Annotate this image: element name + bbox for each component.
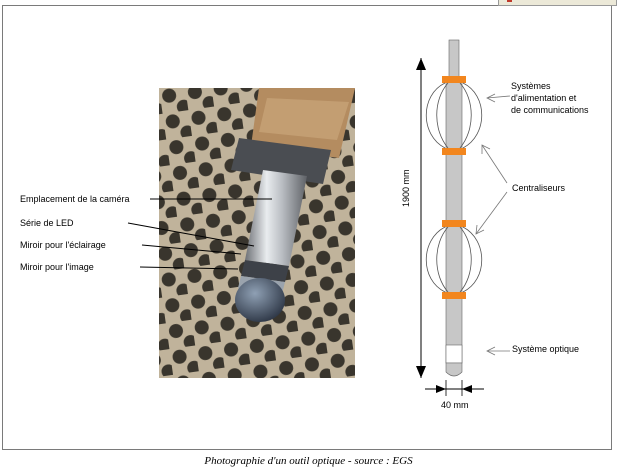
label-mirror-image: Miroir pour l'image	[20, 262, 94, 272]
centralizer-lower	[425, 226, 483, 293]
close-icon[interactable]	[507, 0, 512, 2]
label-camera: Emplacement de la caméra	[20, 194, 130, 204]
band-4	[442, 292, 466, 299]
label-power-comm-1: Systèmes	[511, 81, 551, 91]
figure-caption: Photographie d'un outil optique - source…	[204, 455, 413, 467]
callout-arrows	[475, 93, 511, 356]
label-power-comm-3: de communications	[511, 105, 589, 115]
tool-photograph	[159, 88, 355, 378]
arrow-up-icon	[416, 58, 426, 70]
band-2	[442, 148, 466, 155]
arrow-down-icon	[416, 366, 426, 378]
centralizer-upper	[425, 82, 483, 149]
label-led: Série de LED	[20, 218, 74, 228]
label-centralizers: Centraliseurs	[512, 183, 566, 193]
label-mirror-light: Miroir pour l'éclairage	[20, 240, 106, 250]
band-3	[442, 220, 466, 227]
label-width: 40 mm	[441, 400, 469, 410]
band-1	[442, 76, 466, 83]
label-optical: Système optique	[512, 344, 580, 354]
label-power-comm-2: d'alimentation et	[511, 93, 577, 103]
label-height: 1900 mm	[401, 169, 411, 207]
